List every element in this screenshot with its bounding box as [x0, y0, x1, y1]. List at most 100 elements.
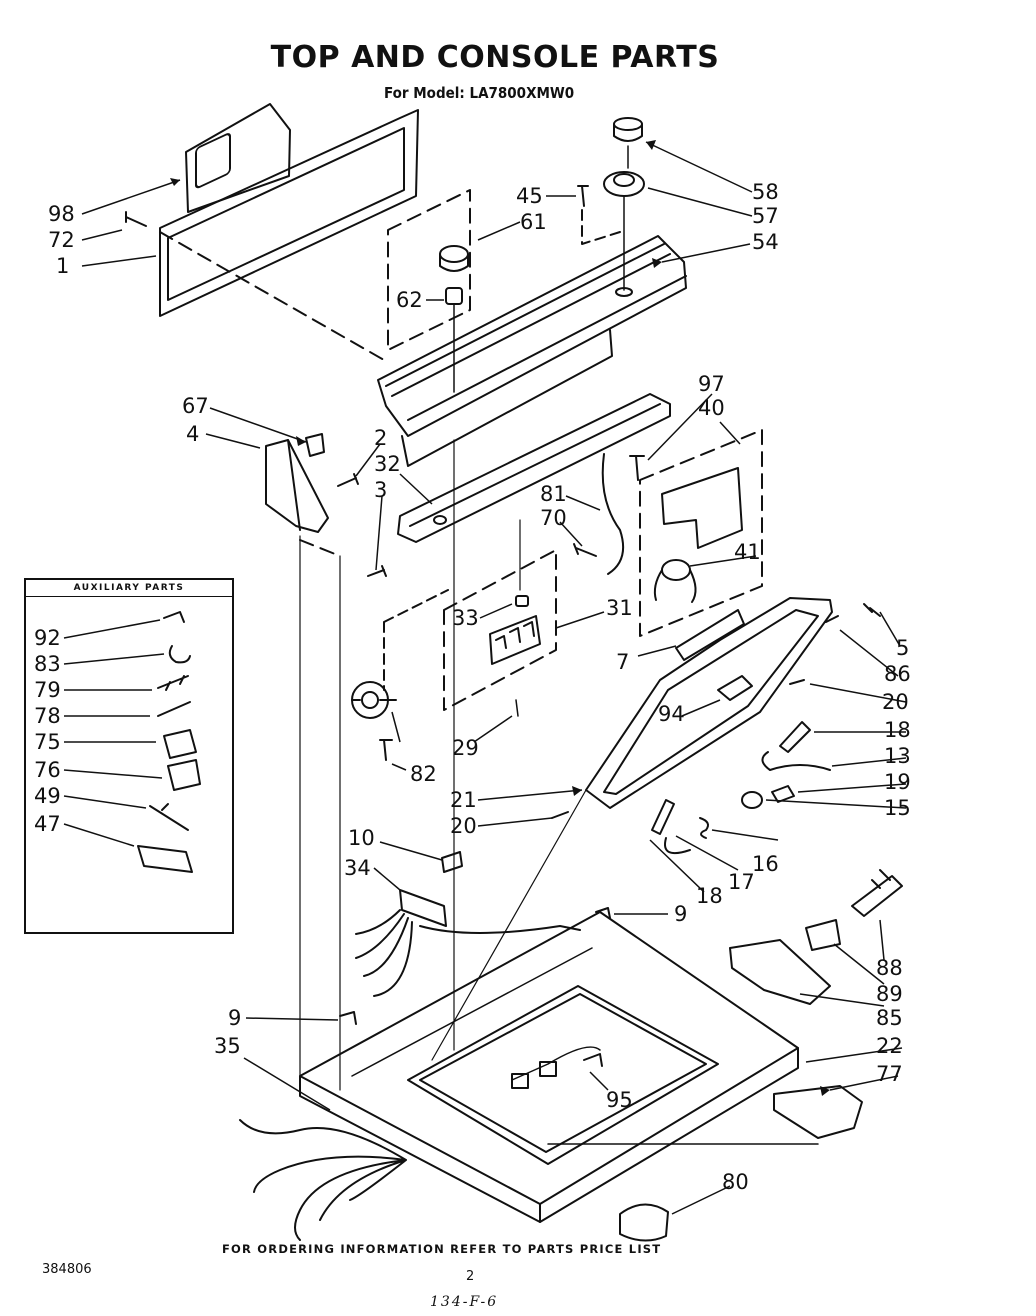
auxiliary-parts-title: AUXILIARY PARTS — [26, 580, 232, 597]
callout-20: 20 — [882, 690, 909, 714]
aux-79-connector — [157, 675, 189, 691]
part-32-console-rear — [397, 393, 671, 543]
callout-97: 97 — [698, 372, 725, 396]
part-67-clip — [305, 433, 325, 457]
part-9-clip-left — [339, 1011, 357, 1025]
part-21-console-frame — [585, 597, 833, 809]
callout-98: 98 — [48, 202, 75, 226]
part-7-bezel — [675, 609, 745, 661]
aux-callout-83: 83 — [34, 652, 61, 676]
callout-9-lower: 9 — [228, 1006, 242, 1030]
part-5-screw — [863, 603, 881, 617]
aux-78-fuse — [157, 701, 191, 717]
callout-18-lower: 18 — [696, 884, 723, 908]
callout-5: 5 — [896, 636, 910, 660]
aux-callout-79: 79 — [34, 678, 61, 702]
part-61-knob-group-box — [387, 189, 471, 351]
part-19-lamp-socket — [771, 785, 795, 803]
aux-75-block — [163, 729, 197, 759]
part-40-timer-bracket — [661, 467, 743, 549]
part-20-screw — [789, 679, 805, 685]
callout-67: 67 — [182, 394, 209, 418]
part-18-switch — [779, 721, 811, 753]
callout-41: 41 — [734, 540, 761, 564]
part-41-timer-motor — [661, 559, 691, 581]
part-40-switch-group-box — [639, 429, 763, 637]
callout-32: 32 — [374, 452, 401, 476]
part-88-lid-switch — [851, 875, 903, 917]
aux-callout-78: 78 — [34, 704, 61, 728]
callout-4: 4 — [186, 422, 200, 446]
callout-10: 10 — [348, 826, 375, 850]
part-20-screw-lower — [551, 811, 569, 819]
handwritten-note: 134-F-6 — [430, 1294, 499, 1310]
callout-86: 86 — [884, 662, 911, 686]
part-70-screw — [573, 543, 597, 557]
callout-1: 1 — [56, 254, 70, 278]
model-subtitle: For Model: LA7800XMW0 — [384, 84, 575, 102]
callout-22: 22 — [876, 1034, 903, 1058]
part-82-screw — [379, 739, 393, 761]
callout-7: 7 — [616, 650, 630, 674]
part-9-clip — [595, 907, 611, 919]
aux-92-terminal — [163, 611, 185, 623]
callout-77: 77 — [876, 1062, 903, 1086]
callout-17: 17 — [728, 870, 755, 894]
callout-58: 58 — [752, 180, 779, 204]
part-80-foot — [619, 1203, 669, 1242]
callout-9: 9 — [674, 902, 688, 926]
aux-83-wire — [168, 645, 191, 664]
callout-15: 15 — [884, 796, 911, 820]
part-13-wire — [761, 751, 831, 771]
callout-40: 40 — [698, 396, 725, 420]
callout-95: 95 — [606, 1088, 633, 1112]
callout-57: 57 — [752, 204, 779, 228]
part-1-console-panel — [159, 109, 419, 317]
part-15-bulb — [741, 791, 763, 809]
part-34-harness-block — [399, 889, 447, 927]
aux-callout-76: 76 — [34, 758, 61, 782]
callout-2: 2 — [374, 426, 388, 450]
part-3-screw — [367, 565, 387, 577]
part-17-wire — [664, 837, 691, 854]
callout-94: 94 — [658, 702, 685, 726]
callout-61: 61 — [520, 210, 547, 234]
auxiliary-parts-box: AUXILIARY PARTS — [24, 578, 234, 934]
ordering-information-note: FOR ORDERING INFORMATION REFER TO PARTS … — [222, 1242, 662, 1256]
callout-19: 19 — [884, 770, 911, 794]
part-45-screw — [577, 185, 589, 207]
callout-70: 70 — [540, 506, 567, 530]
callout-29: 29 — [452, 736, 479, 760]
part-81-wire — [601, 453, 624, 575]
part-35-harness — [239, 1119, 407, 1241]
callout-35: 35 — [214, 1034, 241, 1058]
page-number: 2 — [466, 1269, 475, 1284]
callout-62: 62 — [396, 288, 423, 312]
part-33-clip — [515, 595, 529, 607]
aux-76-block — [167, 759, 201, 791]
aux-callout-75: 75 — [34, 730, 61, 754]
callout-34: 34 — [344, 856, 371, 880]
callout-16: 16 — [752, 852, 779, 876]
part-62-knob — [439, 245, 469, 263]
part-18-lid-switch — [651, 799, 675, 835]
part-16-spring — [699, 817, 709, 839]
callout-20-lower: 20 — [450, 814, 477, 838]
document-number: 384806 — [42, 1262, 92, 1277]
part-31-switch — [489, 615, 541, 665]
part-10-clip — [441, 851, 463, 873]
part-94-nut — [717, 675, 753, 701]
part-31-switch-group-box — [443, 549, 557, 711]
part-57-dial — [603, 171, 645, 197]
part-98-window-left — [195, 133, 231, 189]
page-title: TOP AND CONSOLE PARTS — [270, 40, 720, 75]
part-22-top — [299, 911, 799, 1223]
callout-82: 82 — [410, 762, 437, 786]
callout-88: 88 — [876, 956, 903, 980]
callout-85: 85 — [876, 1006, 903, 1030]
part-86-screw — [825, 615, 839, 623]
part-89-lid-switch-body — [805, 919, 841, 951]
aux-callout-47: 47 — [34, 812, 61, 836]
callout-21: 21 — [450, 788, 477, 812]
callout-3: 3 — [374, 478, 388, 502]
